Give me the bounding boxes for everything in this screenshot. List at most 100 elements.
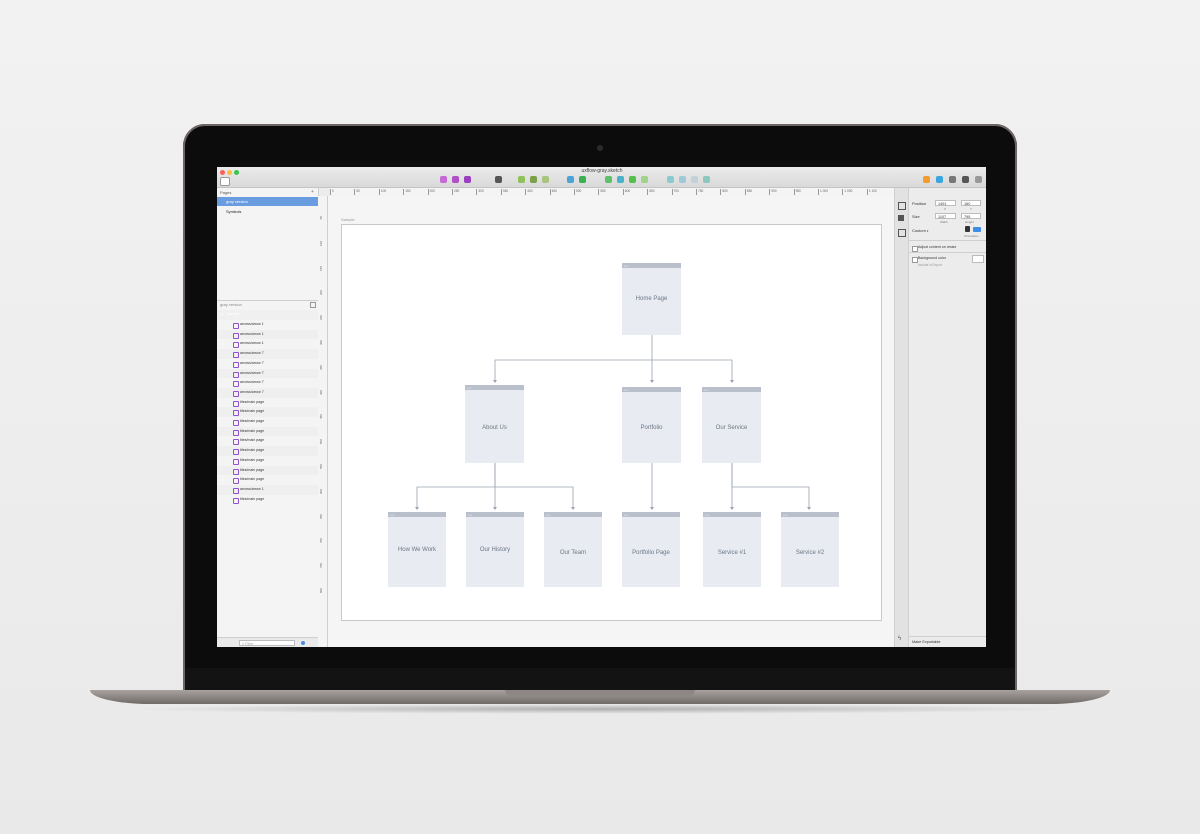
plugin-icon[interactable] [923,176,930,183]
mask-icon[interactable] [542,176,549,183]
node-home-page[interactable]: ••• Home Page [622,263,681,335]
height-field[interactable]: 795 [961,213,981,219]
layer-item[interactable]: tiles/main page [217,465,318,476]
layer-item[interactable]: arrows/arrow 1 [217,329,318,340]
node-our-history[interactable]: ••• Our History [466,512,524,587]
layer-item[interactable]: tiles/main page [217,398,318,408]
layer-artboard-sample[interactable]: ▼ Sample [217,310,318,320]
insert-button[interactable] [220,177,230,186]
align-icon[interactable] [898,202,906,210]
node-label: Portfolio Page [632,550,670,556]
layer-item[interactable]: arrows/arrow 7 [217,359,318,369]
cloud-icon[interactable] [936,176,943,183]
symbol-instance-icon [233,361,239,368]
ruler-tick-label: 150 [403,189,411,195]
portrait-button[interactable] [965,226,970,232]
layer-item[interactable]: arrows/arrow 1 [217,320,318,330]
scale-icon[interactable] [667,176,674,183]
layer-label: tiles/main page [240,448,265,453]
artboard-sample[interactable]: ••• Home Page ••• About Us ••• Portfolio… [341,224,882,621]
lightning-icon[interactable]: ϟ [898,636,902,642]
ruler-tick-label: 0 [330,189,334,195]
shape-icon[interactable] [452,176,459,183]
title-bar: uxflow-gray.sketch [217,167,986,188]
y-field[interactable]: 160 [961,200,981,206]
layer-item[interactable]: arrows/arrow 1 [217,484,318,495]
text-icon[interactable] [464,176,471,183]
node-how-we-work[interactable]: ••• How We Work [388,512,446,587]
layer-label: Sample [227,312,240,316]
intersect-icon[interactable] [629,176,636,183]
node-our-service[interactable]: ••• Our Service [702,387,761,463]
page-item-gray-version[interactable]: gray version [217,197,318,206]
color-swatch[interactable] [972,255,984,263]
forward-icon[interactable] [579,176,586,183]
node-our-team[interactable]: ••• Our Team [544,512,602,587]
subtract-icon[interactable] [617,176,624,183]
artboard-title[interactable]: Sample [341,217,355,222]
page-item-symbols[interactable]: Symbols [226,209,242,214]
close-window-button[interactable] [220,170,225,175]
layer-item[interactable]: arrows/arrow 7 [217,387,318,398]
layer-item[interactable]: tiles/main page [217,495,318,505]
symbol-instance-icon [233,478,239,485]
layout-icon[interactable] [898,229,906,237]
flip-icon[interactable] [530,176,537,183]
cloud-share-icon[interactable] [691,176,698,183]
width-field[interactable]: 1107 [935,213,956,219]
view-icon[interactable] [949,176,956,183]
layer-item[interactable]: tiles/main page [217,407,318,417]
ruler-tick-label: 600 [319,488,323,494]
node-service-1[interactable]: ••• Service #1 [703,512,761,587]
inspector-tabs: ϟ [895,188,909,647]
layer-item[interactable]: arrows/arrow 7 [217,368,318,379]
layer-item[interactable]: tiles/main page [217,456,318,466]
node-portfolio-page[interactable]: ••• Portfolio Page [622,512,680,587]
filter-options-icon[interactable] [301,641,305,645]
collapse-icon[interactable] [310,302,316,308]
layer-label: tiles/main page [240,419,265,423]
add-page-icon[interactable]: + [311,189,314,195]
adjust-content-checkbox[interactable] [912,246,918,252]
background-color-checkbox[interactable] [912,257,918,263]
preview-icon[interactable] [679,176,686,183]
filter-input[interactable]: ⌕ Filter [239,640,295,646]
symbol-instance-icon [233,371,239,378]
group-icon[interactable] [567,176,574,183]
layer-item[interactable]: arrows/arrow 1 [217,339,318,349]
zoom-window-button[interactable] [234,170,239,175]
symbol-icon[interactable] [440,176,447,183]
mirror-icon[interactable] [703,176,710,183]
make-exportable-button[interactable]: Make Exportable [912,640,941,644]
preset-dropdown[interactable]: Custom ▾ [912,228,928,233]
device-icon[interactable] [898,215,904,221]
font-icon[interactable] [962,176,969,183]
rotate-icon[interactable] [518,176,525,183]
layer-item[interactable]: tiles/main page [217,417,318,427]
export-icon[interactable] [975,176,982,183]
layer-item[interactable]: tiles/main page [217,446,318,456]
node-about-us[interactable]: ••• About Us [465,385,524,463]
layer-item[interactable]: tiles/main page [217,426,318,437]
layer-icon[interactable] [495,176,502,183]
layer-item[interactable]: tiles/main page [217,475,318,485]
node-portfolio[interactable]: ••• Portfolio [622,387,681,463]
layer-item[interactable]: arrows/arrow 7 [217,378,318,388]
include-export-label[interactable]: Include in Export [918,263,942,267]
layer-label: arrows/arrow 7 [240,370,264,375]
node-label: Our Service [715,425,748,431]
disclosure-icon: ▼ [220,312,224,317]
minimize-window-button[interactable] [227,170,232,175]
symbol-instance-icon [233,458,239,465]
laptop-bezel [185,668,1015,692]
symbol-instance-icon [233,439,239,446]
difference-icon[interactable] [641,176,648,183]
layer-item[interactable]: tiles/main page [217,436,318,446]
landscape-button[interactable] [973,227,981,232]
x-field[interactable]: 1491 [935,200,956,206]
ruler-tick-label: 100 [378,189,387,195]
node-service-2[interactable]: ••• Service #2 [781,512,839,587]
union-icon[interactable] [605,176,612,183]
layer-item[interactable]: arrows/arrow 7 [217,349,318,359]
layer-label: tiles/main page [240,438,265,443]
